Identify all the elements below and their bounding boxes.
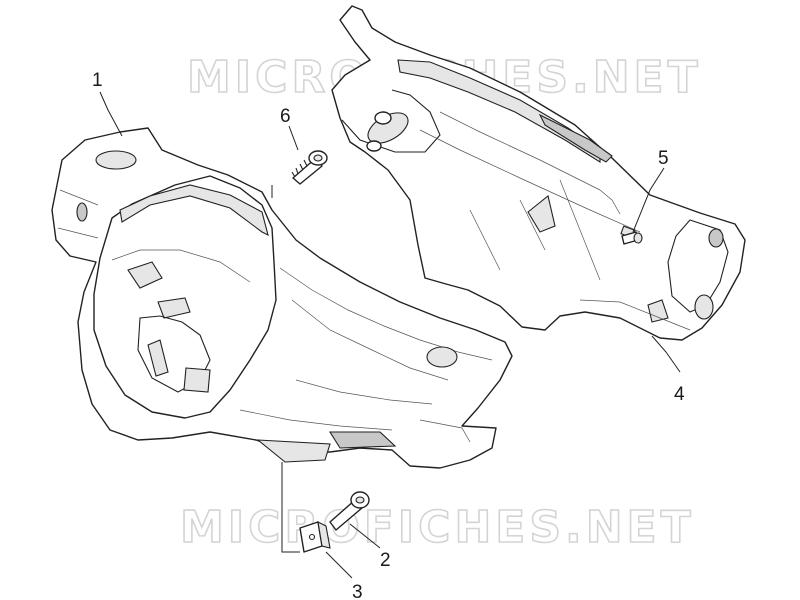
- screw-2: [329, 491, 370, 531]
- watermark-bottom: MICROFICHES.NET: [180, 502, 695, 553]
- callout-4: 4: [674, 384, 685, 405]
- callout-2: 2: [380, 550, 391, 571]
- callout-1: 1: [92, 70, 103, 91]
- callout-5: 5: [658, 148, 669, 169]
- front-handlebar-cover: [51, 127, 513, 469]
- screw-5: [621, 231, 643, 245]
- leader-lines: [99, 91, 681, 579]
- callout-3: 3: [352, 582, 363, 600]
- callout-6: 6: [280, 106, 291, 127]
- clip-nut-3: [299, 521, 331, 553]
- screw-6: [291, 150, 328, 185]
- rear-handlebar-cover: [331, 5, 746, 341]
